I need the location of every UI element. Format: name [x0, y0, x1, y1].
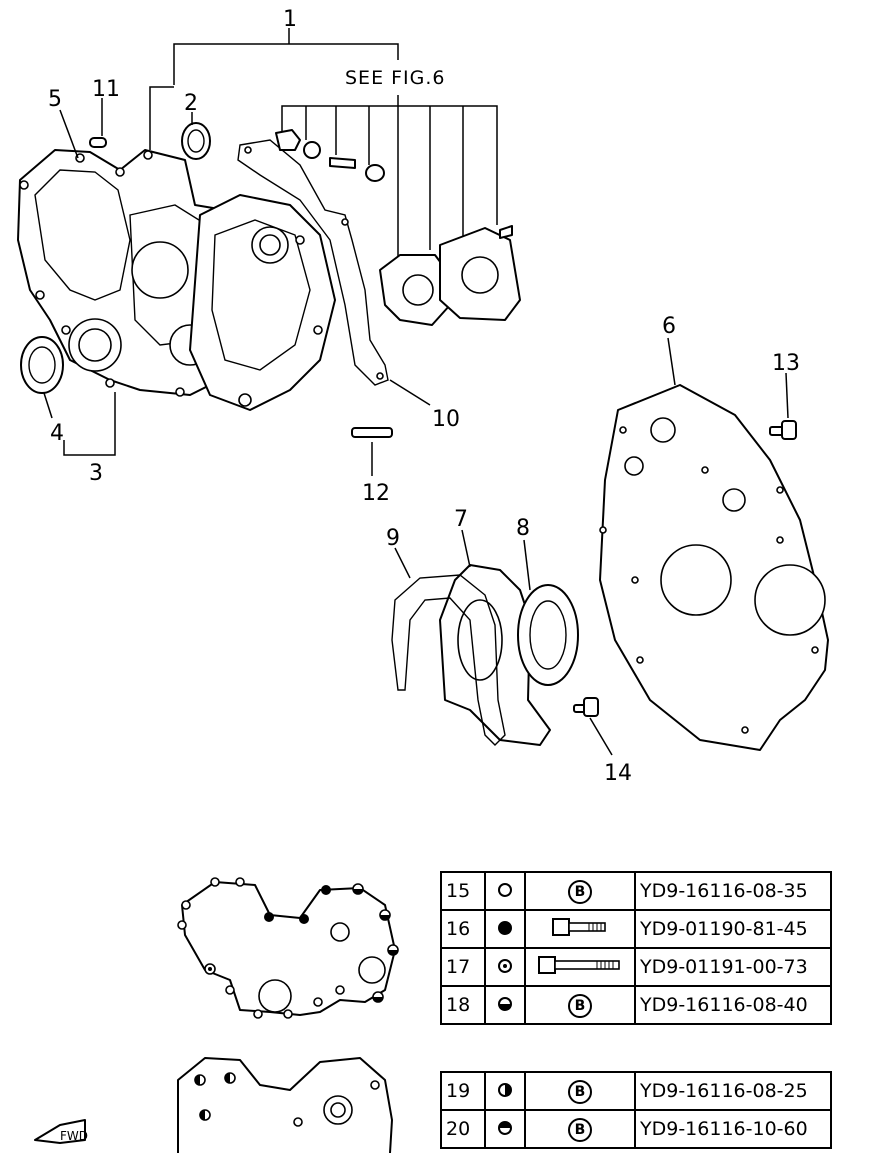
row-number: 15: [440, 871, 486, 911]
gear-case-housing: [189, 194, 336, 411]
bolt-type-b: B: [524, 871, 636, 911]
back-plate-6: [599, 384, 829, 751]
bolt-13: [769, 420, 797, 440]
part-code: YD9-16116-08-40: [634, 985, 832, 1025]
top-half-circle-symbol-icon: [484, 1109, 526, 1149]
callout-11: 11: [92, 77, 120, 102]
bolt-type-b: B: [524, 1109, 636, 1149]
callout-8: 8: [516, 516, 530, 541]
bolt-14: [573, 697, 599, 717]
part-code: YD9-16116-08-35: [634, 871, 832, 911]
callout-leaders: [43, 98, 789, 756]
bolt-type-b: B: [524, 1071, 636, 1111]
callout-2: 2: [184, 91, 198, 116]
oil-seal-2: [181, 122, 211, 160]
table-row: 19 B YD9-16116-08-25: [440, 1071, 832, 1111]
callout-7: 7: [454, 507, 468, 532]
table-row: 18 B YD9-16116-08-40: [440, 985, 832, 1025]
see-fig-label: SEE FIG.6: [345, 67, 446, 89]
fwd-arrow-mark: FWD: [34, 1119, 88, 1144]
callout-12: 12: [362, 481, 390, 506]
left-half-circle-symbol-icon: [484, 1071, 526, 1111]
see-fig-bracket: [281, 105, 498, 250]
callout-10: 10: [432, 407, 460, 432]
oil-seal-8: [517, 584, 579, 686]
row-number: 18: [440, 985, 486, 1025]
callout-1: 1: [283, 7, 297, 32]
row-number: 20: [440, 1109, 486, 1149]
dot-circle-symbol-icon: [484, 947, 526, 987]
open-circle-symbol-icon: [484, 871, 526, 911]
callout-14: 14: [604, 761, 632, 786]
callout-3: 3: [89, 461, 103, 486]
gasket-10: [237, 139, 389, 386]
bolt-type-b: B: [524, 985, 636, 1025]
row-number: 19: [440, 1071, 486, 1111]
part-code: YD9-16116-08-25: [634, 1071, 832, 1111]
long-bolt-icon: [524, 947, 636, 987]
bolt-location-diagram-b: [177, 1057, 393, 1153]
part-code: YD9-01191-00-73: [634, 947, 832, 987]
callout-4: 4: [50, 421, 64, 446]
table-row: 17 YD9-01191-00-73: [440, 947, 832, 987]
part-code: YD9-01190-81-45: [634, 909, 832, 949]
short-bolt-icon: [524, 909, 636, 949]
table-row: 15 B YD9-16116-08-35: [440, 871, 832, 911]
bolt-table-b: 19 B YD9-16116-08-25 20 B YD9-16116-10-6…: [440, 1071, 832, 1149]
row-number: 17: [440, 947, 486, 987]
table-row: 20 B YD9-16116-10-60: [440, 1109, 832, 1149]
stud-12: [351, 427, 393, 438]
callout-9: 9: [386, 526, 400, 551]
table-row: 16 YD9-01190-81-45: [440, 909, 832, 949]
part1-bracket: [149, 28, 399, 270]
callout-13: 13: [772, 351, 800, 376]
filled-circle-symbol-icon: [484, 909, 526, 949]
gasket-9: [391, 574, 506, 746]
fwd-label: FWD: [60, 1129, 88, 1143]
row-number: 16: [440, 909, 486, 949]
callout-5: 5: [48, 87, 62, 112]
pin-11: [89, 137, 107, 148]
oil-pump-parts: [275, 129, 521, 326]
bolt-table-a: 15 B YD9-16116-08-35 16 YD9-01190-81-45 …: [440, 871, 832, 1025]
callout-6: 6: [662, 314, 676, 339]
part-code: YD9-16116-10-60: [634, 1109, 832, 1149]
bolt-location-diagram-a: [177, 877, 399, 1019]
half-filled-circle-symbol-icon: [484, 985, 526, 1025]
oil-seal-4: [20, 336, 64, 394]
